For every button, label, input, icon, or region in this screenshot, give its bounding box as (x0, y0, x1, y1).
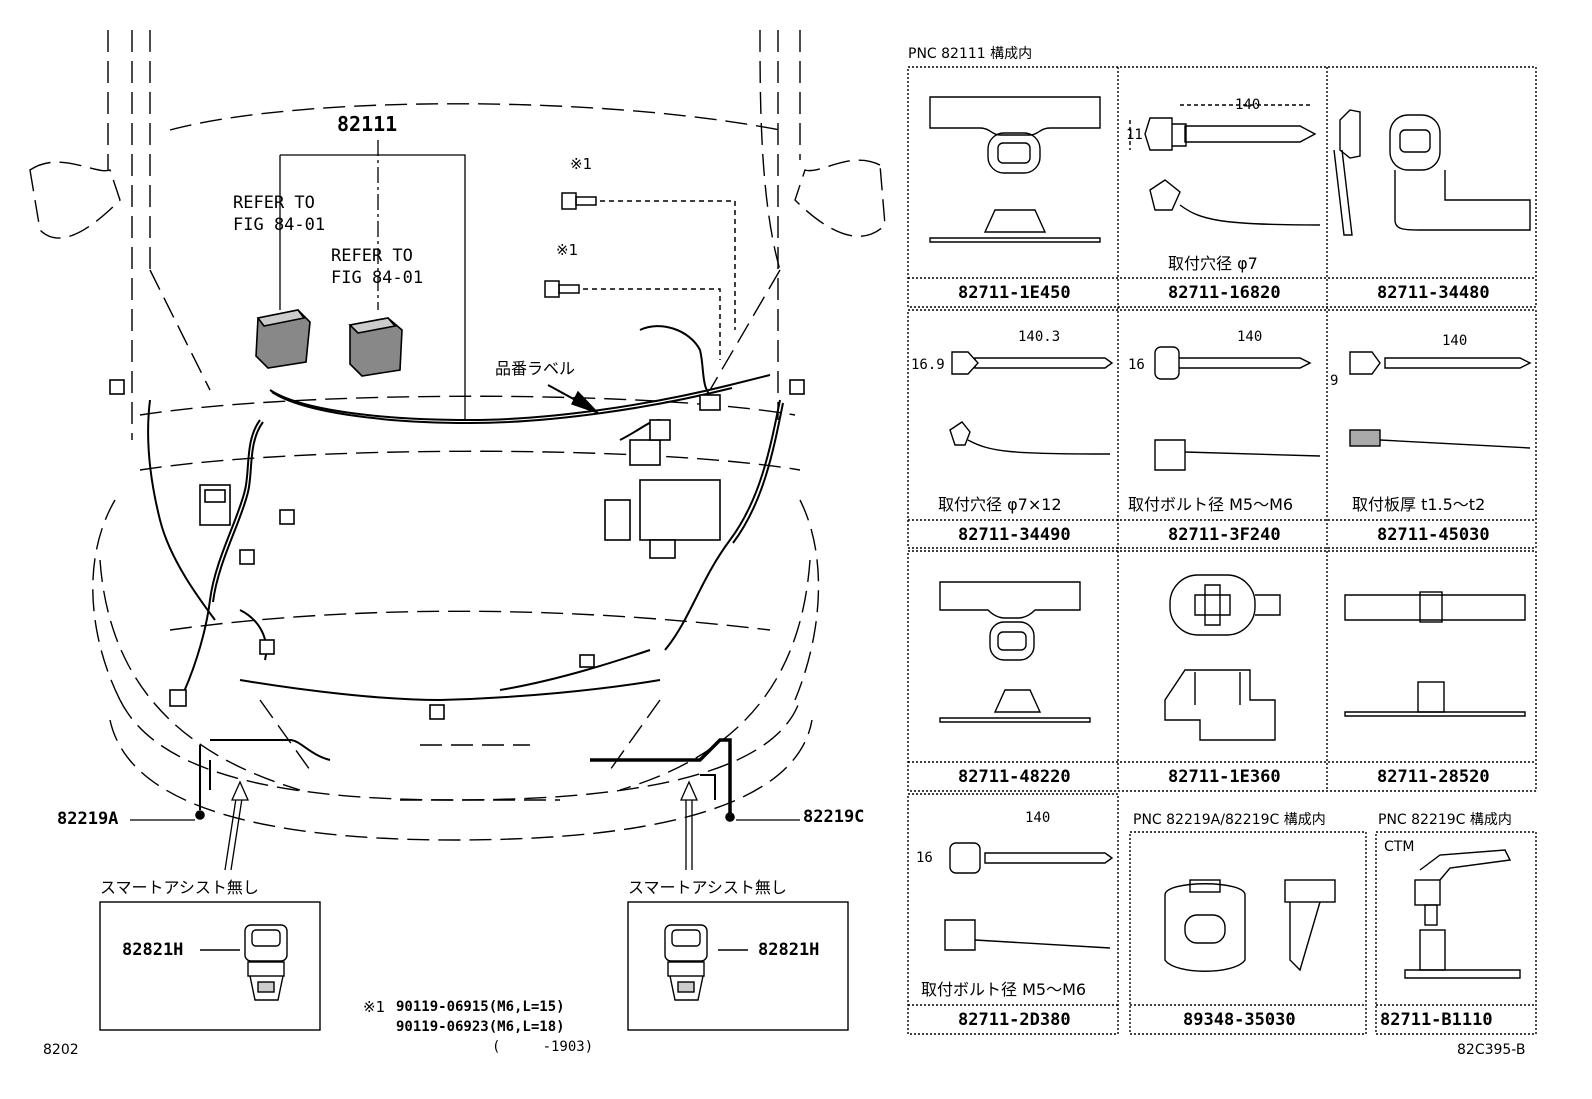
part-48220: 82711-48220 (958, 767, 1071, 787)
ctm-label: CTM (1384, 839, 1415, 855)
refer-label-2: REFER TO FIG 84-01 (331, 246, 424, 288)
page-code: 8202 (43, 1042, 79, 1058)
dim-16820-length: 140 (1235, 97, 1261, 113)
vehicle-outline (29, 29, 886, 841)
caption-45030: 取付板厚 t1.5～t2 (1352, 495, 1486, 514)
group-title-82219c: PNC 82219C 構成内 (1378, 812, 1512, 828)
group-title-82111: PNC 82111 構成内 (908, 46, 1033, 62)
sensor-icon-right (664, 924, 708, 1001)
main-part-leaders (279, 140, 466, 420)
sensor-arrows (130, 780, 800, 871)
part-28520: 82711-28520 (1377, 767, 1490, 787)
bolt-marker-2: ※1 (556, 241, 579, 259)
sensor-icon-left (244, 924, 288, 1001)
part-89348: 89348-35030 (1183, 1010, 1296, 1030)
inset-left-part: 82821H (122, 940, 184, 960)
dim-34490-height: 16.9 (911, 357, 945, 373)
inset-right-part: 82821H (758, 940, 820, 960)
bolt-marker-1: ※1 (570, 155, 593, 173)
dim-3f240-length: 140 (1237, 329, 1263, 345)
note-no-smart-assist-right: スマートアシスト無し (628, 878, 787, 897)
caption-3f240: 取付ボルト径 M5～M6 (1128, 495, 1294, 514)
dim-3f240-height: 16 (1128, 357, 1145, 373)
dim-16820-height: 11 (1126, 127, 1143, 143)
part-16820: 82711-16820 (1168, 283, 1281, 303)
group-title-82219: PNC 82219A/82219C 構成内 (1133, 812, 1326, 828)
parts-table-grid (907, 66, 1537, 1035)
dim-45030-height: 9 (1330, 373, 1339, 389)
note-no-smart-assist-left: スマートアシスト無し (100, 878, 259, 897)
part-1e450: 82711-1E450 (958, 283, 1071, 303)
part-number-label-note: 品番ラベル (495, 359, 576, 378)
caption-2d380: 取付ボルト径 M5～M6 (921, 980, 1087, 999)
harness-components (109, 379, 805, 822)
footnote-bolt-range: ( -1903) (492, 1039, 594, 1055)
caption-16820: 取付穴径 φ7 (1168, 254, 1258, 273)
caption-34490: 取付穴径 φ7×12 (938, 495, 1062, 514)
relay-blocks (255, 309, 403, 377)
part-45030: 82711-45030 (1377, 525, 1490, 545)
footnote-bolt-1: 90119-06915(M6,L=15) (396, 999, 565, 1015)
part-82219a: 82219A (57, 809, 119, 829)
part-3f240: 82711-3F240 (1168, 525, 1281, 545)
main-part-number: 82111 (337, 112, 398, 136)
clip-illustrations (929, 96, 1532, 979)
part-34490: 82711-34490 (958, 525, 1071, 545)
refer-label-1: REFER TO FIG 84-01 (233, 193, 326, 235)
bolts (544, 192, 736, 360)
dim-45030-length: 140 (1442, 333, 1468, 349)
part-34480: 82711-34480 (1377, 283, 1490, 303)
part-82219c: 82219C (803, 807, 865, 827)
footnote-bolt-2: 90119-06923(M6,L=18) (396, 1019, 565, 1035)
part-1e360: 82711-1E360 (1168, 767, 1281, 787)
dim-2d380-height: 16 (916, 850, 933, 866)
inset-boxes (99, 901, 849, 1031)
label-arrow (547, 384, 599, 414)
figure-code: 82C395-B (1457, 1042, 1526, 1058)
dim-2d380-length: 140 (1025, 810, 1051, 826)
dim-34490-length: 140.3 (1018, 329, 1061, 345)
footnote-marker: ※1 (363, 998, 386, 1016)
part-2d380: 82711-2D380 (958, 1010, 1071, 1030)
wire-harness (147, 325, 784, 815)
part-b1110: 82711-B1110 (1380, 1010, 1493, 1030)
